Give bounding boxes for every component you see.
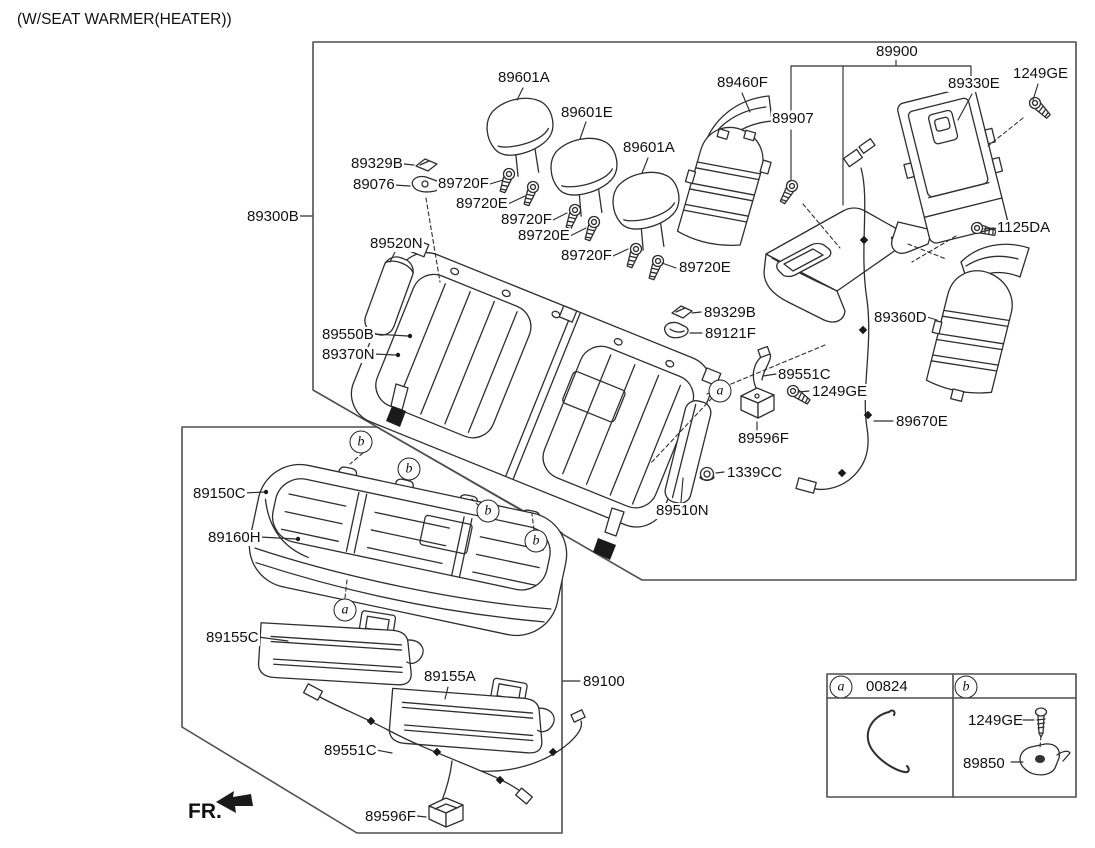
controller-module-bottom xyxy=(428,797,464,828)
wiring-harness-cushion xyxy=(302,683,586,805)
headrest-drawing xyxy=(612,171,680,251)
legend-part-89850: 89850 xyxy=(963,755,1005,772)
legend-hook-icon xyxy=(866,709,910,774)
cushion-heater-pad-right xyxy=(388,677,555,754)
seat-back-drawing xyxy=(350,238,722,528)
headrest-drawing xyxy=(486,97,554,177)
back-warmer-pad-upper xyxy=(676,95,773,246)
legend-part-00824: 00824 xyxy=(866,678,908,695)
headrest-drawing xyxy=(550,137,618,217)
fr-label: FR. xyxy=(188,800,222,823)
cushion-heater-pad-left xyxy=(257,610,424,686)
dashed-leaders xyxy=(344,117,1042,748)
leader-lines xyxy=(244,83,1039,818)
leader-dots xyxy=(263,333,413,542)
guide-bolts xyxy=(499,167,665,281)
controller-module-mid xyxy=(740,345,811,419)
legend-screw-icon xyxy=(1034,707,1048,738)
page-title: (W/SEAT WARMER(HEATER)) xyxy=(17,11,232,28)
assembly-bracket xyxy=(790,59,972,206)
bolt-1125da xyxy=(970,221,997,236)
region-boxes xyxy=(181,41,1077,834)
armrest-drawing xyxy=(763,207,914,323)
bolt-1249ge-top xyxy=(1028,96,1051,119)
back-warmer-pad-right xyxy=(925,243,1030,402)
back-panel-drawing xyxy=(891,86,1008,254)
legend-clip-icon xyxy=(1019,743,1071,776)
fr-direction-arrow xyxy=(216,791,253,813)
legend-letter-b: b xyxy=(954,675,978,699)
legend-part-1249ge: 1249GE xyxy=(968,712,1024,729)
bolt-89907 xyxy=(779,179,799,205)
